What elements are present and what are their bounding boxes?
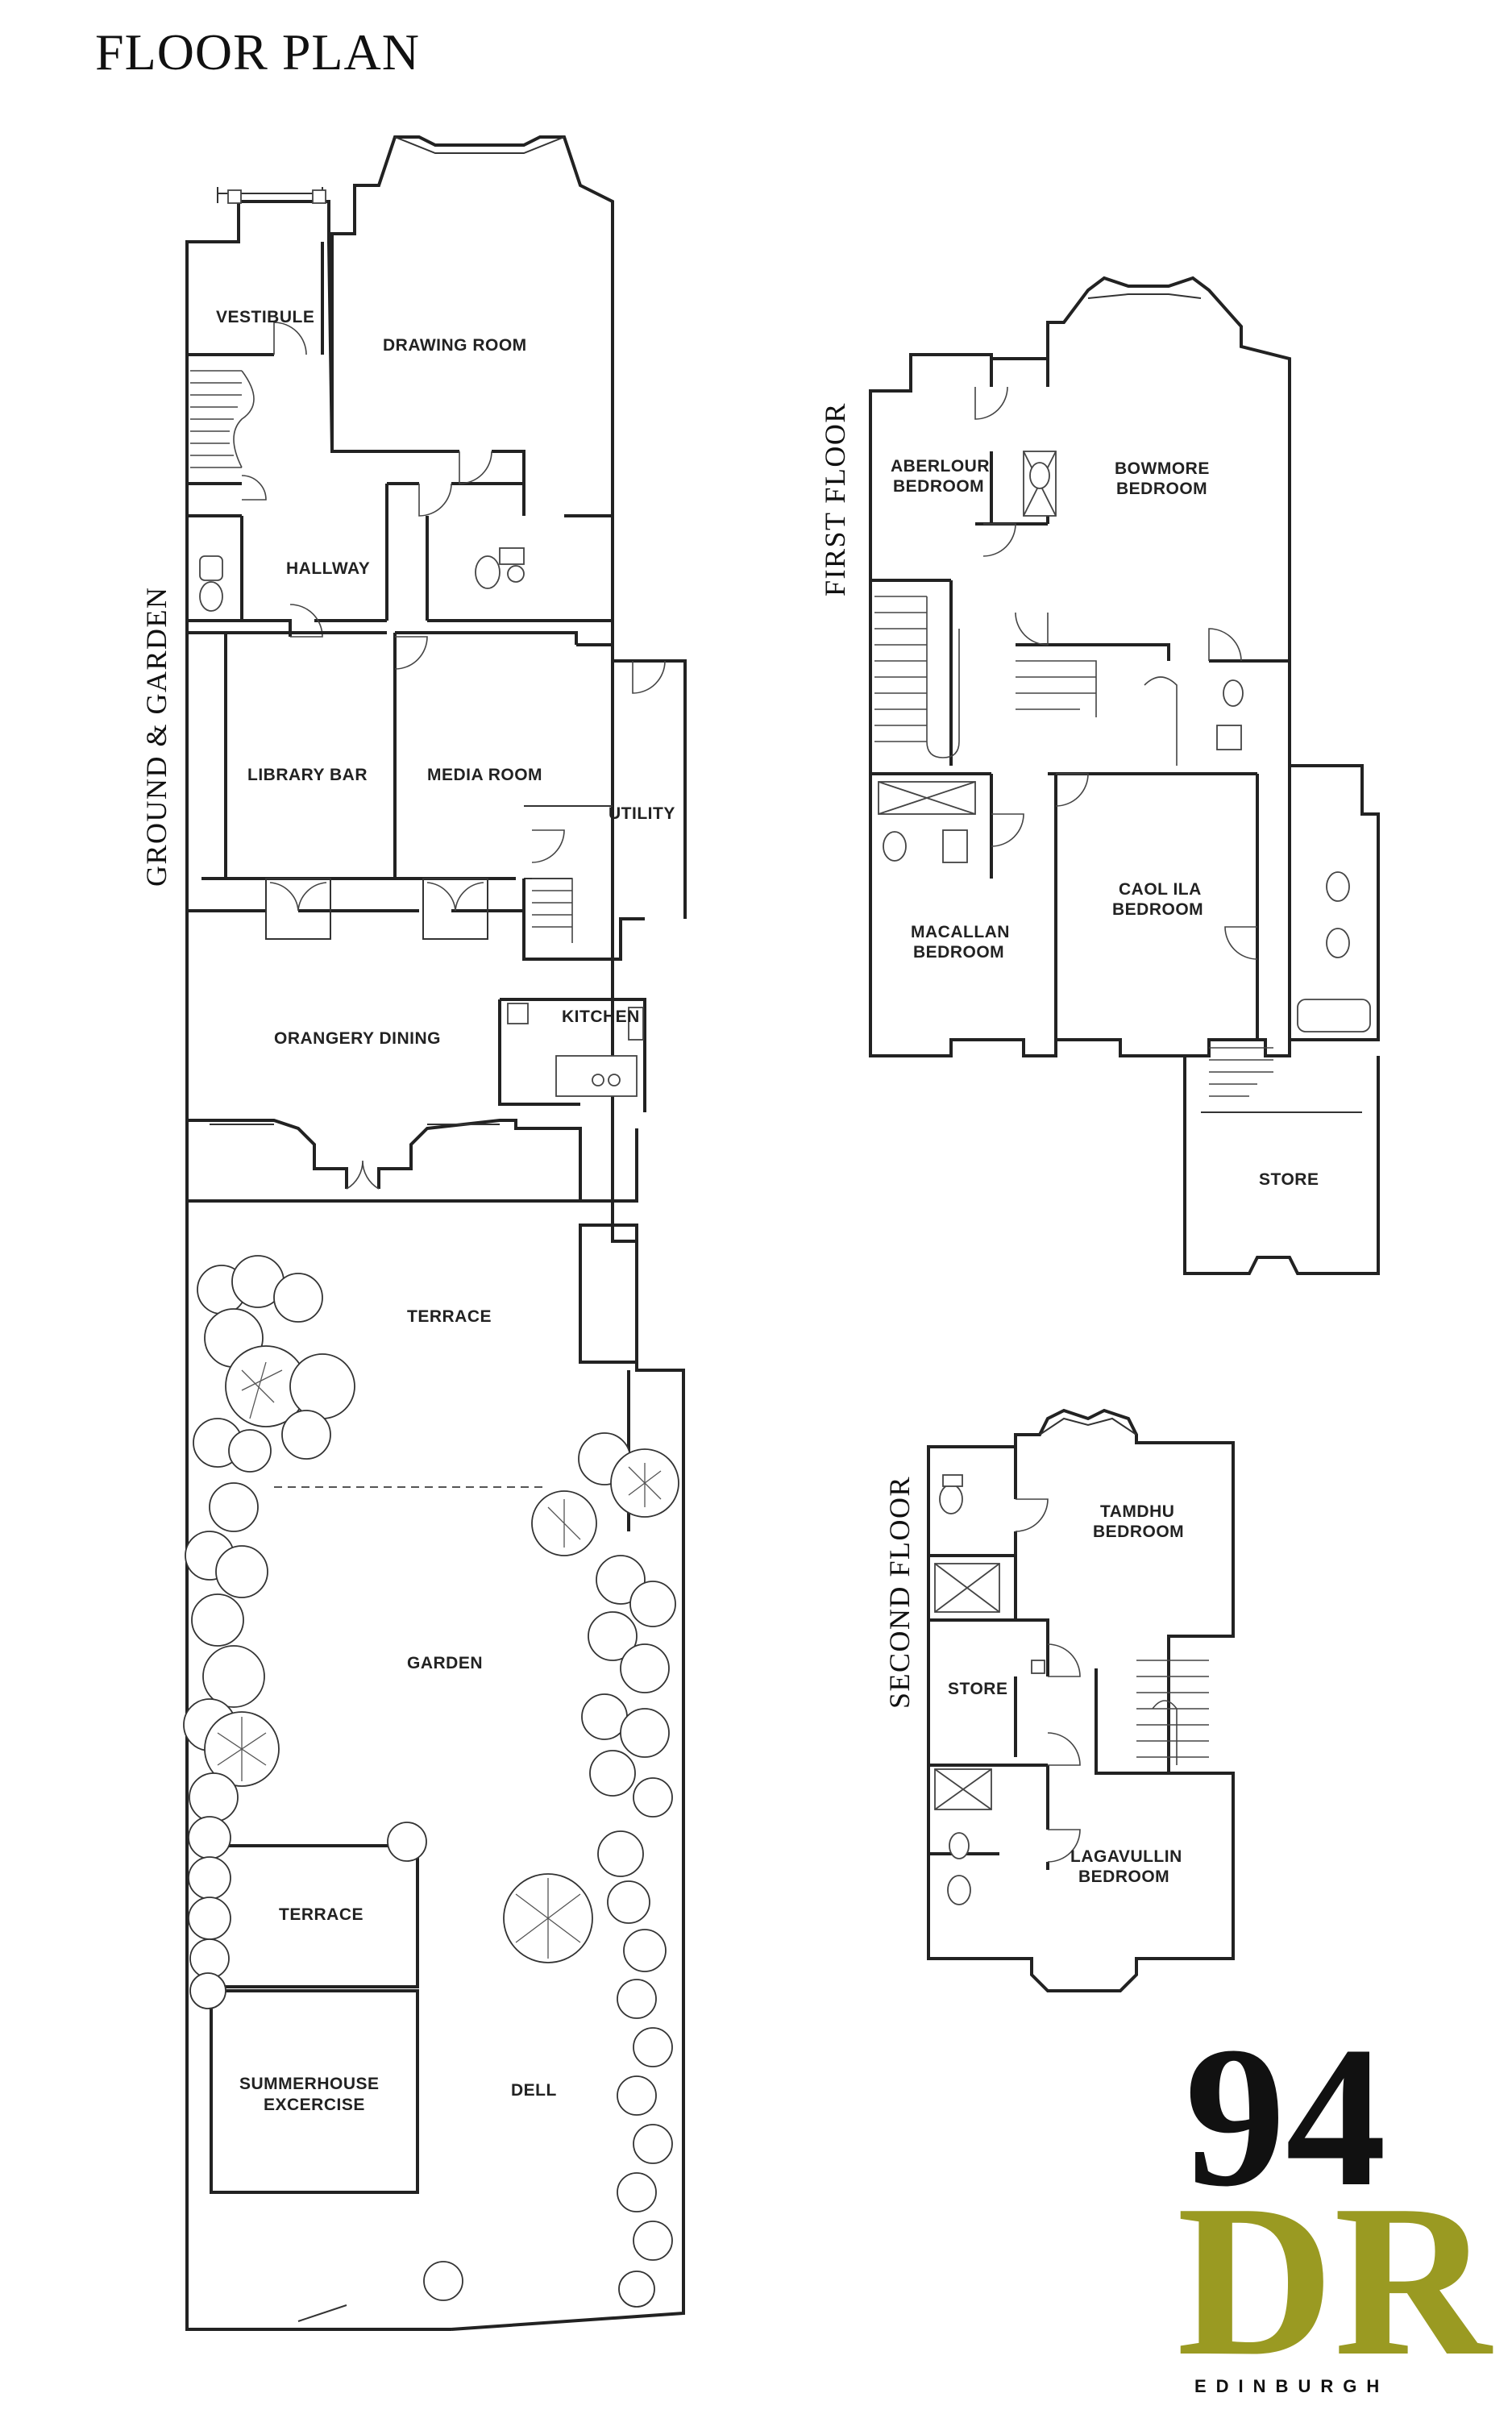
room-aberlour-subtitle: BEDROOM: [893, 477, 984, 496]
ground-floor-plan: GROUND & GARDEN VESTIBULE DRAWING ROOM H…: [140, 135, 687, 2331]
first-floor-plan: FIRST FLOOR ABERLOUR BEDROOM BOWMORE BED…: [819, 276, 1380, 1275]
room-summerhouse-subtitle: EXCERCISE: [264, 2096, 365, 2114]
room-hallway: HALLWAY: [286, 559, 370, 578]
brand-logo: 94 DR EDINBURGH: [1177, 2005, 1493, 2401]
logo-city: EDINBURGH: [1194, 2376, 1389, 2396]
room-aberlour: ABERLOUR: [891, 457, 990, 476]
room-tamdhu-subtitle: BEDROOM: [1093, 1523, 1184, 1541]
area-garden: GARDEN: [407, 1654, 483, 1672]
room-lagavullin: LAGAVULLIN: [1070, 1847, 1182, 1866]
room-store-second: STORE: [948, 1680, 1007, 1698]
room-vestibule: VESTIBULE: [216, 308, 314, 326]
room-kitchen: KITCHEN: [562, 1008, 640, 1026]
room-caol-ila: CAOL ILA: [1119, 880, 1202, 899]
area-terrace-upper: TERRACE: [407, 1307, 492, 1326]
room-bowmore-subtitle: BEDROOM: [1116, 480, 1207, 498]
room-macallan-subtitle: BEDROOM: [913, 943, 1004, 962]
floor-label-second: SECOND FLOOR: [883, 1476, 916, 1709]
room-library-bar: LIBRARY BAR: [247, 766, 368, 784]
room-drawing-room: DRAWING ROOM: [383, 336, 527, 355]
floor-label-ground: GROUND & GARDEN: [140, 587, 172, 887]
garden-trees: [183, 1255, 679, 2308]
room-tamdhu: TAMDHU: [1100, 1502, 1174, 1521]
room-store-first: STORE: [1259, 1170, 1319, 1189]
room-utility: UTILITY: [609, 804, 675, 823]
room-macallan: MACALLAN: [911, 923, 1010, 941]
room-caol-ila-subtitle: BEDROOM: [1112, 900, 1203, 919]
floor-label-first: FIRST FLOOR: [819, 402, 851, 596]
second-floor-plan: SECOND FLOOR TAMDHU BEDROOM STORE LAGAVU…: [883, 1408, 1235, 1992]
area-terrace-lower: TERRACE: [279, 1905, 363, 1924]
room-orangery-dining: ORANGERY DINING: [274, 1029, 441, 1048]
room-media-room: MEDIA ROOM: [427, 766, 542, 784]
logo-letters: DR: [1177, 2160, 1493, 2401]
room-summerhouse: SUMMERHOUSE: [239, 2075, 380, 2093]
page-title: FLOOR PLAN: [95, 23, 420, 81]
room-lagavullin-subtitle: BEDROOM: [1078, 1868, 1169, 1886]
room-bowmore: BOWMORE: [1115, 459, 1210, 478]
logo-number: 94: [1185, 2005, 1386, 2229]
area-dell: DELL: [511, 2081, 557, 2100]
